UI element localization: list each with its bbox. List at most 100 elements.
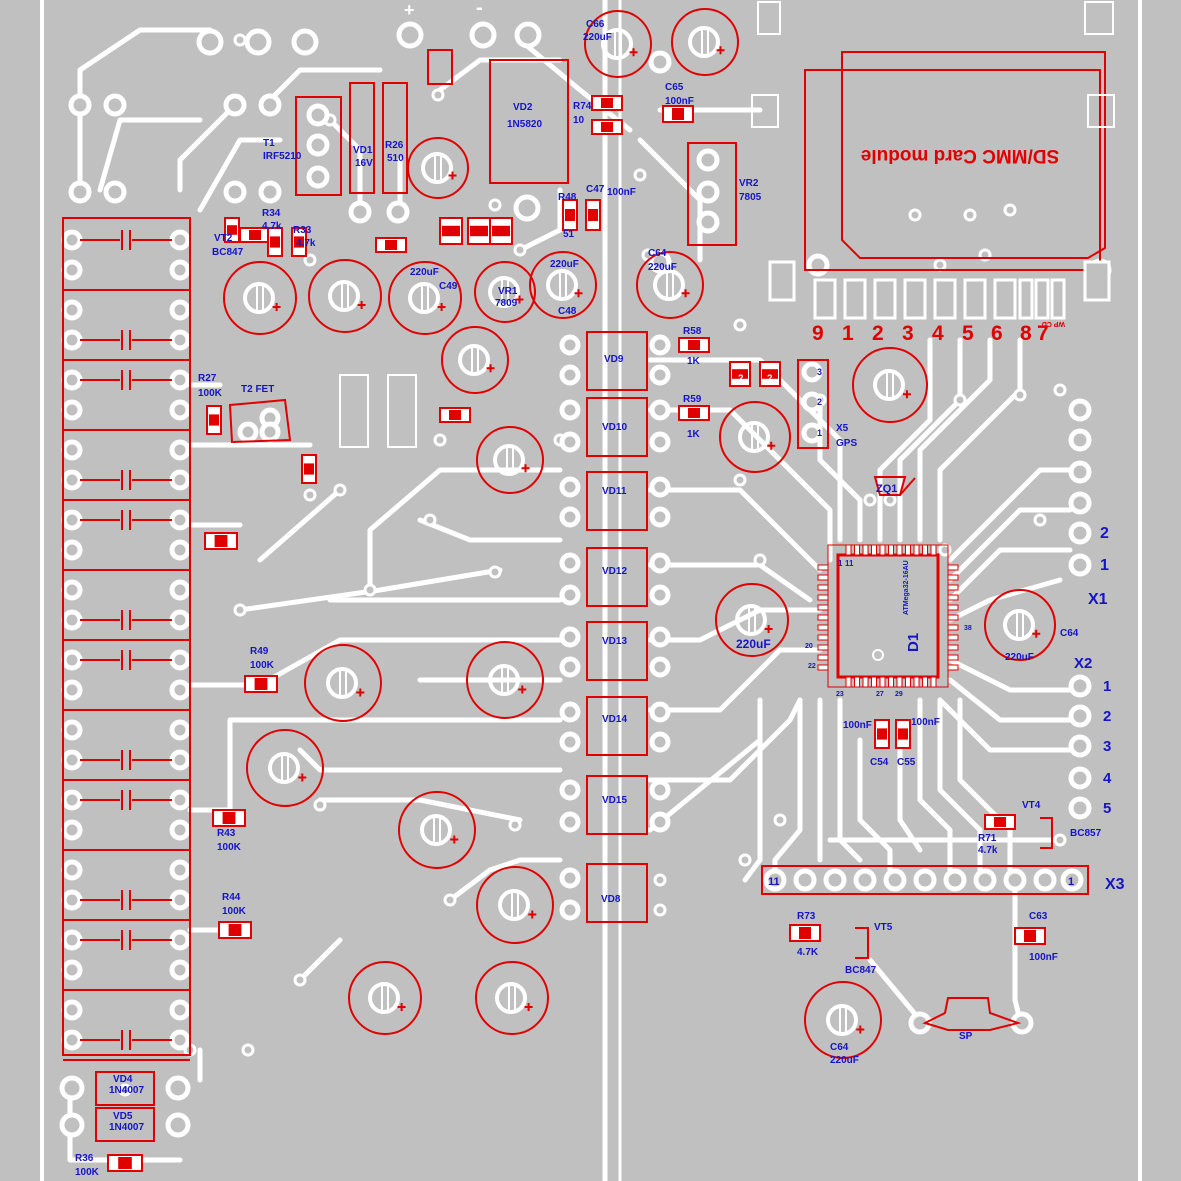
mcu-pin	[896, 676, 903, 688]
cap-outline	[984, 589, 1056, 661]
smd-parts	[107, 95, 1046, 1172]
bank-pad	[61, 229, 83, 251]
r27-ref: R27	[198, 373, 217, 384]
chip-center	[209, 414, 219, 426]
chip-center	[601, 98, 613, 108]
r59-ref: R59	[683, 394, 702, 405]
mcu-pin-23: 23	[836, 691, 844, 698]
mcu-pin	[879, 676, 886, 688]
r58-ref: R58	[683, 326, 702, 337]
vd1-value: 16V	[355, 158, 373, 169]
bank-pad	[169, 679, 191, 701]
mcu-pin	[817, 594, 829, 601]
smd-block-b	[387, 374, 417, 448]
bank-pad	[61, 369, 83, 391]
mcu-pin	[888, 676, 894, 688]
mcu-pin1-marker	[872, 649, 884, 661]
mcu-pin	[947, 564, 959, 571]
bank-pad	[169, 649, 191, 671]
electrolytic-cap	[223, 261, 297, 335]
vd9-ref: VD9	[604, 354, 624, 365]
cap-pad-ring	[498, 889, 530, 921]
chip-center	[565, 209, 575, 221]
electrolytic-cap	[715, 583, 789, 657]
x2-pin-1: 1	[1103, 678, 1111, 695]
unknown-mark-1: ?	[738, 373, 744, 383]
electrolytic-cap	[476, 866, 554, 944]
cap-outline	[348, 961, 422, 1035]
cap-pad-ring	[1003, 609, 1035, 641]
vd4-outline	[95, 1071, 155, 1106]
r71-value: 4.7k	[978, 845, 998, 856]
r27-value: 100K	[198, 388, 223, 399]
cap-outline	[407, 137, 469, 199]
mcu-pin	[845, 544, 852, 556]
smd-chip	[984, 814, 1016, 830]
cap-outline	[671, 8, 739, 76]
mcu-pin	[817, 654, 829, 661]
cap-outline	[529, 251, 597, 319]
r34-value: 4.7k	[262, 221, 282, 232]
cap-outline	[715, 583, 789, 657]
c48-ref: C48	[558, 306, 577, 317]
mcu-pin	[871, 544, 877, 556]
r36-value: 100K	[75, 1167, 100, 1178]
bank-pad	[169, 859, 191, 881]
c64a-value: 220uF	[648, 262, 677, 273]
bank-pad	[61, 509, 83, 531]
chip-center	[688, 408, 700, 418]
x1-ref: X1	[1088, 591, 1108, 608]
vd2-ref: VD2	[513, 102, 533, 113]
r49-value: 100K	[250, 660, 275, 671]
mcu-pin	[817, 564, 829, 571]
r26-outline	[382, 82, 408, 194]
mcu-pin	[879, 544, 886, 556]
r71-ref: R71	[978, 833, 997, 844]
vd13-ref: VD13	[602, 636, 627, 647]
chip-center	[732, 369, 748, 379]
cap-pad-ring	[546, 269, 578, 301]
r48-value: 51	[563, 229, 575, 240]
r49-ref: R49	[250, 646, 269, 657]
vd5-outline	[95, 1107, 155, 1142]
cap-pad-ring	[368, 982, 400, 1014]
bank-pad	[169, 509, 191, 531]
c47-value: 100nF	[607, 187, 636, 198]
vd11-ref: VD11	[602, 486, 627, 497]
electrolytic-cap	[804, 981, 882, 1059]
c54-ref: C54	[870, 757, 889, 768]
electrolytic-cap	[584, 10, 652, 78]
cap-pad-ring	[488, 664, 520, 696]
sd-module-outline	[804, 69, 1101, 271]
smd-chip	[874, 719, 890, 749]
bank-pad	[169, 539, 191, 561]
cap-outline	[223, 261, 297, 335]
mcu-pin	[947, 594, 959, 601]
cap-pad-ring	[688, 26, 720, 58]
electrolytic-capacitors	[223, 8, 1056, 1059]
sd-pin-4: 4	[932, 322, 944, 345]
c55-ref: C55	[897, 757, 916, 768]
c64c-ref: C64	[830, 1042, 849, 1053]
x3-ref: X3	[1105, 876, 1125, 893]
chip-center	[442, 225, 460, 237]
r44-ref: R44	[222, 892, 241, 903]
vd1-outline	[349, 82, 375, 194]
smd-chip	[729, 361, 751, 387]
smd-chip	[562, 199, 578, 231]
c66-ref: C66	[586, 19, 605, 30]
bank-pad	[169, 439, 191, 461]
cap-pad-ring	[653, 269, 685, 301]
bank-pad	[169, 749, 191, 771]
vd14-outline	[586, 696, 648, 756]
zq1-ref: ZQ1	[876, 483, 897, 495]
r43-value: 100K	[217, 842, 242, 853]
electrolytic-cap	[441, 326, 509, 394]
electrolytic-cap	[407, 137, 469, 199]
speaker-outline	[922, 997, 1022, 1031]
x3-pin-11: 11	[768, 876, 780, 888]
bank-pad	[169, 399, 191, 421]
x2-pin-5: 5	[1103, 800, 1111, 817]
chip-center	[228, 924, 242, 936]
mcu-pin	[922, 544, 928, 556]
